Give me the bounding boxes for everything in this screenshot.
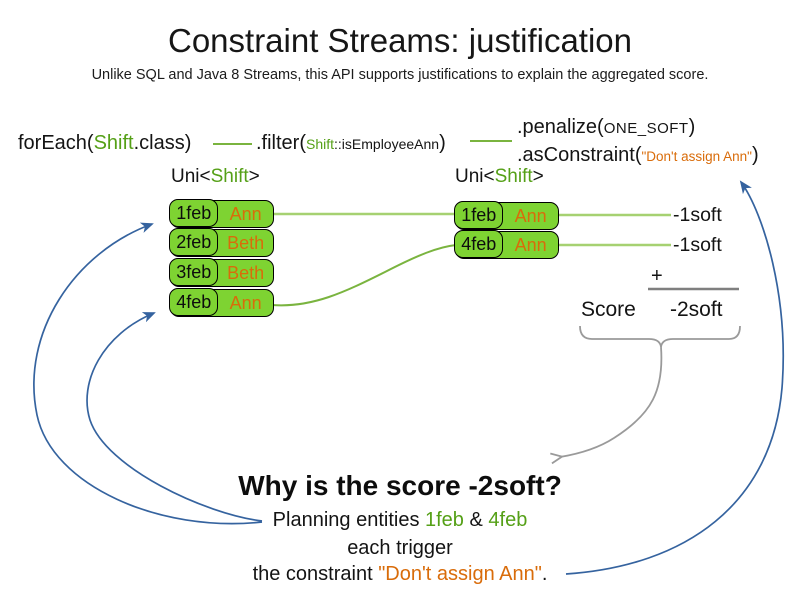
plus-sign: + <box>651 265 663 287</box>
code-filter-prefix: .filter( <box>256 132 306 154</box>
green-match-curve-4feb <box>271 244 457 307</box>
why-entity-4feb: 4feb <box>488 509 528 531</box>
employee-cell: Beth <box>227 262 265 283</box>
date-cell: 2feb <box>169 228 219 257</box>
why-heading: Why is the score -2soft? <box>238 470 562 501</box>
blue-arrow-to-4feb-icon <box>86 312 263 522</box>
match-score-2: -1soft <box>673 234 722 256</box>
code-foreach: forEach(Shift.class) <box>18 132 191 155</box>
stream-left-post: > <box>248 166 260 187</box>
why-line1-amp: & <box>463 509 489 531</box>
stream-label-right: Uni<Shift> <box>455 166 544 188</box>
match-score-1: -1soft <box>673 204 722 226</box>
code-penalize-close: ) <box>688 116 696 138</box>
table-row: 4feb Ann <box>169 288 274 317</box>
stream-right-pre: Uni< <box>455 166 495 187</box>
why-line1-prefix: Planning entities <box>272 509 425 531</box>
total-score: -2soft <box>670 298 723 321</box>
score-label: Score <box>581 298 636 321</box>
code-asconstraint: .asConstraint("Don't assign Ann") <box>517 144 759 167</box>
code-penalize: .penalize(ONE_SOFT) <box>517 116 695 139</box>
stream-left-pre: Uni< <box>171 166 211 187</box>
stream-right-type: Shift <box>494 166 533 187</box>
gray-arrow-icon <box>560 346 663 457</box>
stream-label-left: Uni<Shift> <box>171 166 260 188</box>
why-constraint-name: "Don't assign Ann" <box>378 563 542 585</box>
date-cell: 4feb <box>454 230 504 259</box>
code-foreach-suffix: .class) <box>133 132 192 154</box>
why-line3-suffix: . <box>541 563 548 585</box>
employee-cell: Ann <box>229 203 262 224</box>
stream-right-post: > <box>532 166 544 187</box>
code-asconstraint-close: ) <box>751 144 759 166</box>
why-line-1: Planning entities 1feb & 4feb <box>0 509 800 532</box>
code-foreach-class: Shift <box>93 132 134 154</box>
employee-cell: Ann <box>514 205 547 226</box>
why-line-3: the constraint "Don't assign Ann". <box>0 563 800 586</box>
why-line-2: each trigger <box>347 537 453 559</box>
table-row: 4feb Ann <box>454 230 559 259</box>
code-asconstraint-prefix: .asConstraint( <box>517 144 642 166</box>
code-penalize-prefix: .penalize( <box>517 116 604 138</box>
code-foreach-prefix: forEach( <box>18 132 94 154</box>
code-filter-class: Shift <box>306 136 335 152</box>
code-constraint-name: "Don't assign Ann" <box>641 149 752 164</box>
employee-cell: Ann <box>229 292 262 313</box>
blue-arrow-to-constraint-icon <box>565 180 785 575</box>
employee-cell: Beth <box>227 232 265 253</box>
table-row: 1feb Ann <box>169 199 274 228</box>
code-filter-method: ::isEmployeeAnn <box>334 136 440 152</box>
why-entity-1feb: 1feb <box>425 509 464 531</box>
date-cell: 3feb <box>169 258 219 287</box>
stream-left-type: Shift <box>210 166 249 187</box>
page-subtitle: Unlike SQL and Java 8 Streams, this API … <box>91 67 709 83</box>
code-filter: .filter(Shift::isEmployeeAnn) <box>256 132 446 155</box>
date-cell: 1feb <box>454 201 504 230</box>
why-line3-prefix: the constraint <box>252 563 379 585</box>
table-row: 2feb Beth <box>169 228 274 257</box>
table-row: 1feb Ann <box>454 201 559 230</box>
table-row: 3feb Beth <box>169 258 274 287</box>
page-title: Constraint Streams: justification <box>167 22 632 59</box>
code-filter-close: ) <box>439 132 446 154</box>
employee-cell: Ann <box>514 234 547 255</box>
brace-icon <box>579 325 741 348</box>
blue-arrow-to-1feb-icon <box>33 222 263 525</box>
code-penalize-arg: ONE_SOFT <box>603 120 689 137</box>
date-cell: 4feb <box>169 288 219 317</box>
date-cell: 1feb <box>169 199 219 228</box>
